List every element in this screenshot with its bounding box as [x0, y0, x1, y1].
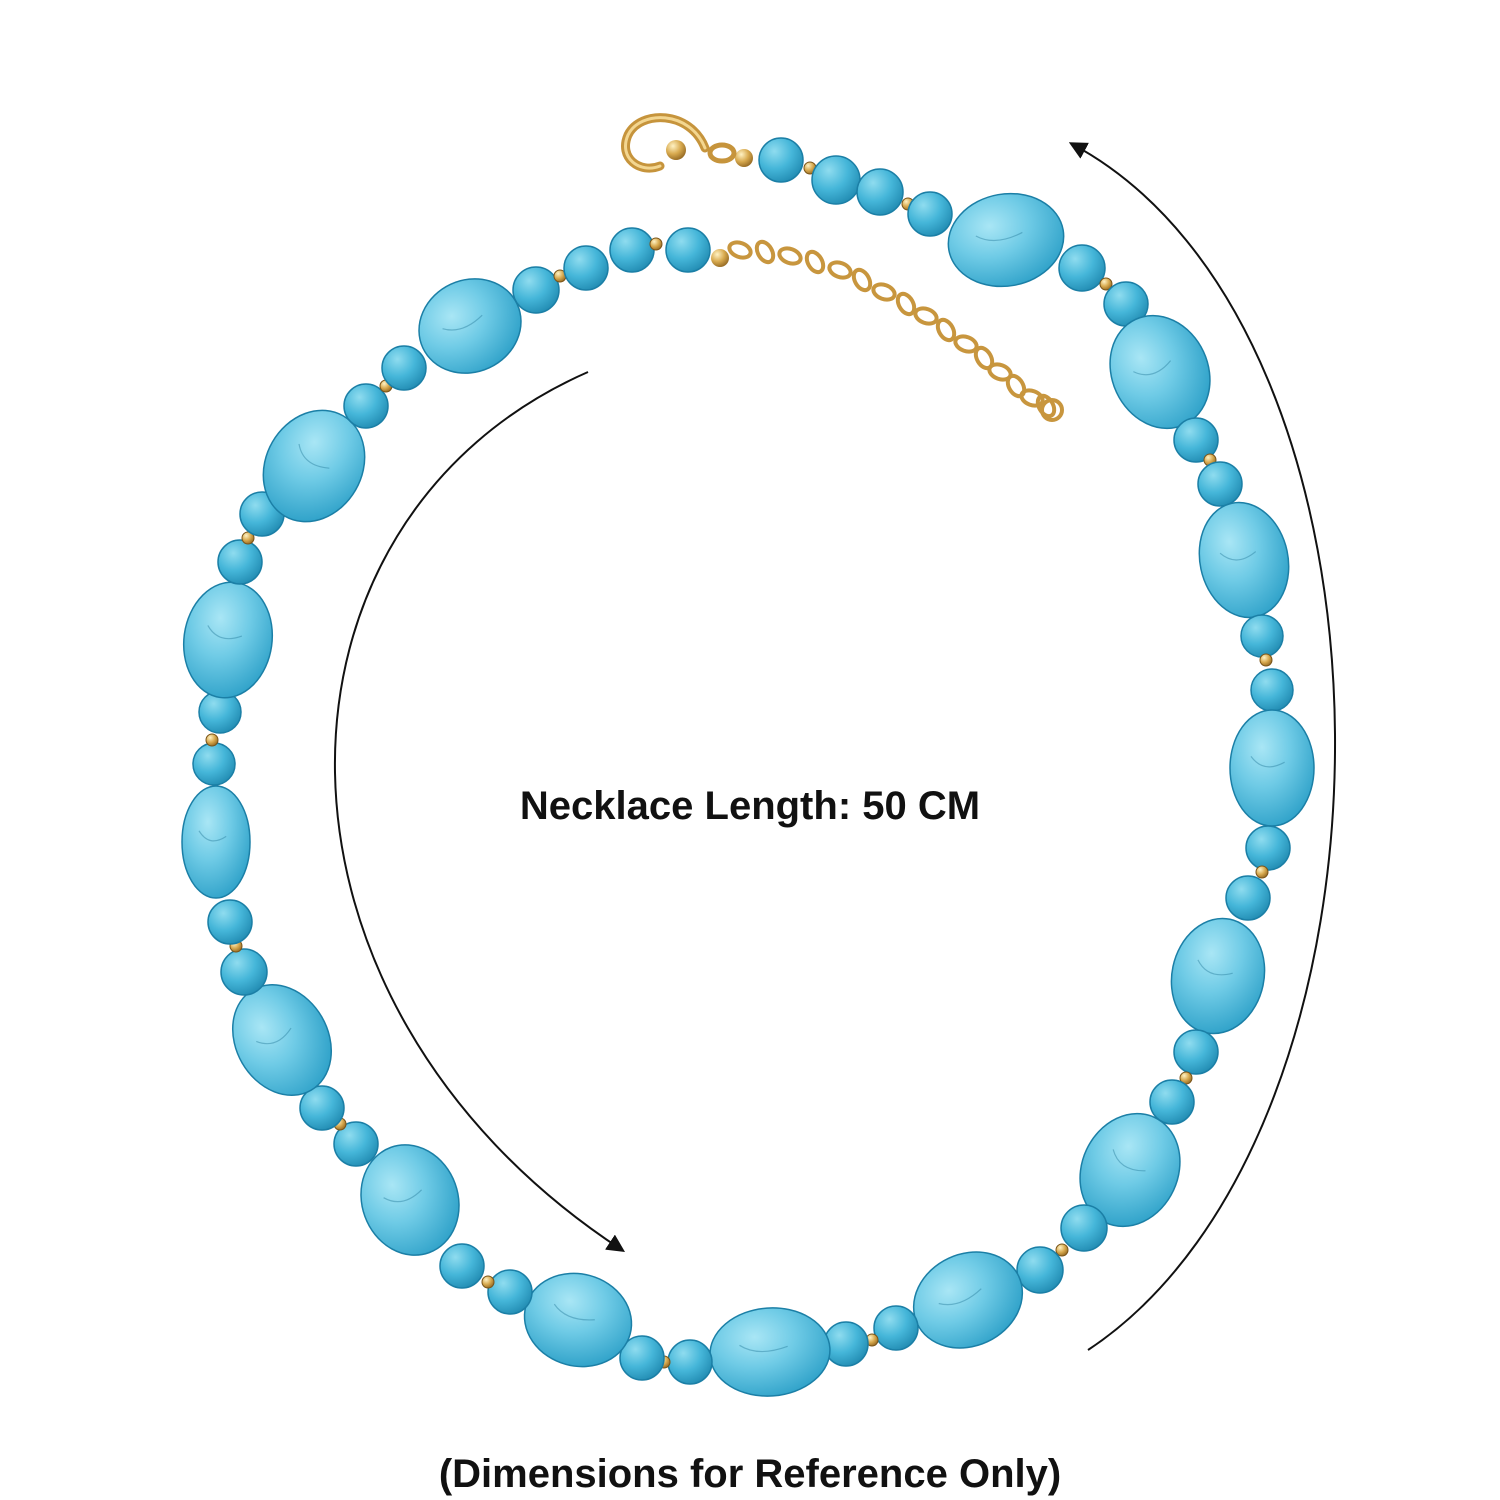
- bead-vein: [207, 625, 243, 640]
- chain-link: [895, 291, 917, 317]
- round-bead: [1016, 1246, 1064, 1294]
- round-bead: [381, 345, 427, 391]
- oval-bead: [181, 785, 251, 899]
- oval-bead: [1198, 501, 1290, 619]
- round-bead: [1197, 461, 1243, 507]
- chain-link: [851, 267, 873, 293]
- bead-strand: [181, 137, 1315, 1397]
- oval-bead: [182, 581, 274, 699]
- bead-vein: [1133, 360, 1172, 376]
- chain-link: [1019, 388, 1045, 408]
- round-bead: [907, 191, 953, 237]
- round-bead: [217, 539, 263, 585]
- round-bead: [665, 227, 711, 273]
- gold-spacer-bead: [1255, 865, 1269, 879]
- gold-spacer-bead: [205, 733, 219, 747]
- chain-link: [754, 239, 776, 265]
- chain-link: [935, 317, 957, 343]
- round-bead: [333, 1121, 379, 1167]
- round-bead: [823, 1321, 869, 1367]
- bead-vein: [553, 1303, 595, 1321]
- round-bead: [1058, 244, 1106, 292]
- lobster-clasp-icon: [621, 113, 737, 173]
- round-bead: [873, 1305, 919, 1351]
- right-measure-arrow: [1068, 142, 1336, 1351]
- bead-vein: [1219, 551, 1257, 561]
- chain-link: [1035, 393, 1057, 419]
- gold-spacer-bead: [1259, 653, 1273, 667]
- bead-vein: [256, 1027, 292, 1045]
- round-bead: [299, 1085, 345, 1131]
- bead-vein: [739, 1344, 788, 1353]
- chain-link: [777, 246, 803, 266]
- gold-spacer-bead: [649, 237, 663, 251]
- round-bead: [667, 1339, 713, 1385]
- round-bead: [1250, 668, 1294, 712]
- oval-bead: [360, 1144, 460, 1256]
- round-bead: [1060, 1204, 1108, 1252]
- round-bead: [207, 899, 253, 945]
- chain-link: [827, 260, 853, 280]
- bead-vein: [1197, 959, 1233, 976]
- round-bead: [512, 266, 560, 314]
- reference-note: (Dimensions for Reference Only): [438, 1452, 1062, 1496]
- round-bead: [811, 155, 861, 205]
- necklace-length-label: Necklace Length: 50 CM: [519, 784, 981, 828]
- round-bead: [1245, 825, 1291, 871]
- gold-spacer-bead: [1099, 277, 1113, 291]
- chain-link: [804, 249, 826, 275]
- gold-spacer-bead: [1179, 1071, 1193, 1085]
- chain-link: [727, 240, 753, 260]
- gold-spacer-bead: [1055, 1243, 1069, 1257]
- round-bead: [220, 948, 268, 996]
- bead-vein: [1250, 756, 1285, 768]
- bead-vein: [442, 314, 483, 331]
- oval-bead: [709, 1307, 831, 1397]
- round-bead: [619, 1335, 665, 1381]
- round-bead: [343, 383, 389, 429]
- oval-bead: [262, 409, 366, 523]
- bead-vein: [975, 231, 1023, 242]
- round-bead: [609, 227, 655, 273]
- gold-spacer-bead: [241, 531, 255, 545]
- oval-bead: [947, 192, 1065, 288]
- bead-vein: [198, 830, 227, 842]
- round-bead: [758, 137, 804, 183]
- round-bead: [856, 168, 904, 216]
- bead-vein: [1112, 1149, 1146, 1172]
- round-bead: [1240, 614, 1284, 658]
- chain-link: [913, 306, 939, 326]
- gold-spacer-bead: [481, 1275, 495, 1289]
- oval-bead: [912, 1251, 1024, 1349]
- round-bead: [1149, 1079, 1195, 1125]
- round-bead: [192, 742, 236, 786]
- bead-vein: [383, 1189, 423, 1203]
- round-bead: [487, 1269, 533, 1315]
- left-measure-arrow: [333, 371, 626, 1252]
- round-bead: [439, 1243, 485, 1289]
- chain-link: [871, 282, 897, 302]
- round-bead: [1225, 875, 1271, 921]
- round-bead: [563, 245, 609, 291]
- chain-link: [1005, 373, 1027, 399]
- bead-vein: [298, 443, 330, 469]
- extender-chain-icon: [711, 149, 1064, 422]
- bead-vein: [938, 1288, 982, 1306]
- oval-bead: [1170, 917, 1266, 1035]
- round-bead: [1173, 1029, 1219, 1075]
- round-bead: [1173, 417, 1219, 463]
